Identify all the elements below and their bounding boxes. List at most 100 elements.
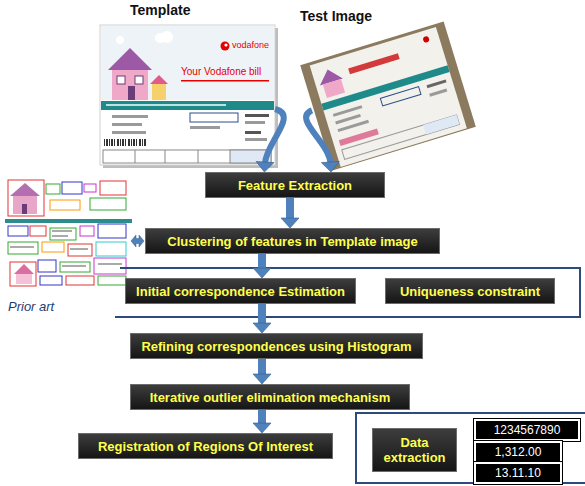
template-bill-picture-part bbox=[190, 126, 220, 129]
flow-arrow bbox=[253, 359, 271, 384]
clustered-template-picture-part bbox=[14, 264, 34, 274]
note-label: Prior art bbox=[8, 299, 54, 314]
group-bracket bbox=[356, 413, 585, 483]
test-photo-picture-part bbox=[300, 21, 476, 170]
clustered-template-picture-part-part bbox=[100, 181, 126, 195]
template-bill-picture-part bbox=[104, 139, 146, 146]
box-text: Data extraction bbox=[381, 435, 448, 465]
clustered-template-picture-part bbox=[16, 274, 32, 284]
flow-arrow bbox=[256, 109, 284, 172]
template-bill-picture-part bbox=[224, 43, 227, 46]
flow-arrow bbox=[281, 198, 299, 228]
process-box: Refining correspondences using Histogram bbox=[130, 333, 423, 359]
clustered-template-picture-part-part bbox=[8, 180, 44, 216]
template-bill-picture-part bbox=[181, 80, 269, 82]
process-box: Iterative outlier elimination mechanism bbox=[130, 384, 410, 410]
arrow-shaft bbox=[265, 109, 284, 163]
template-bill-picture-part bbox=[221, 42, 230, 51]
template-bill-picture-part bbox=[190, 113, 238, 122]
template-bill-picture-part bbox=[245, 131, 261, 134]
clustered-template-picture-part-part bbox=[80, 226, 94, 236]
clustered-template-picture-part-part bbox=[60, 262, 90, 272]
process-box: Clustering of features in Template image bbox=[145, 228, 440, 254]
box-text: Registration of Regions Of Interest bbox=[98, 439, 313, 454]
template-bill-picture-part-part bbox=[120, 139, 121, 146]
flow-arrow bbox=[306, 110, 339, 172]
template-bill-picture-part bbox=[100, 25, 275, 165]
clustered-template-picture-part-part bbox=[52, 235, 68, 237]
arrow-head bbox=[253, 268, 271, 278]
clustered-template-picture-part-part bbox=[50, 228, 76, 240]
clustered-template-picture-part-part bbox=[30, 226, 46, 236]
arrow-head bbox=[321, 161, 339, 172]
clustered-template-picture-part-part bbox=[62, 265, 86, 267]
template-bill-picture-part-part bbox=[117, 139, 119, 146]
template-bill-picture-part-part bbox=[106, 139, 108, 146]
template-bill-picture-part-part bbox=[114, 139, 115, 146]
template-bill-picture-part bbox=[103, 150, 271, 163]
template-bill-picture-part-part bbox=[136, 139, 137, 146]
test-picture: Test Image bbox=[312, 40, 474, 168]
clustered-template-picture-part-part bbox=[94, 258, 126, 274]
template-bill-picture-part-part bbox=[111, 139, 113, 146]
template-bill-picture-part bbox=[112, 115, 148, 118]
template-bill-picture-part bbox=[101, 101, 274, 110]
template-bill-picture-part bbox=[106, 104, 226, 106]
clustered-template-picture-part-part bbox=[98, 224, 126, 238]
group-bracket bbox=[115, 268, 580, 317]
clustered-template-picture-part-part bbox=[90, 198, 126, 210]
arrow-shaft bbox=[258, 304, 266, 324]
template-bill-picture-part-part bbox=[131, 139, 132, 146]
picture-heading: Template bbox=[130, 2, 190, 18]
test-photo-picture-part bbox=[338, 120, 369, 132]
test-photo-picture-part bbox=[339, 129, 379, 146]
arrow-head bbox=[253, 423, 271, 433]
arrow-head bbox=[253, 374, 271, 384]
double-arrow bbox=[131, 235, 144, 247]
template-bill-picture-part bbox=[165, 150, 166, 163]
clustered-template-picture-part-part bbox=[62, 182, 82, 194]
process-box: Initial correspondence Estimation bbox=[125, 278, 356, 304]
test-photo-picture-part bbox=[310, 27, 467, 167]
test-photo-picture-part bbox=[342, 115, 460, 160]
picture-text: Your Vodafone bill bbox=[181, 66, 261, 77]
clustered-template-picture-part-part bbox=[52, 230, 72, 232]
process-box: Uniqueness constraint bbox=[385, 278, 555, 304]
template-bill-picture-part bbox=[150, 75, 168, 84]
test-photo-picture-part bbox=[321, 65, 449, 110]
picture-text: vodafone bbox=[232, 40, 269, 50]
value-box: 1,312.00 bbox=[474, 441, 562, 463]
clustered-template-picture-part-part bbox=[96, 242, 126, 256]
flow-arrow bbox=[253, 304, 271, 333]
template-bill-picture-part bbox=[198, 150, 199, 163]
test-photo-picture bbox=[300, 21, 476, 170]
box-text: Refining correspondences using Histogram bbox=[141, 339, 411, 354]
flow-arrow bbox=[253, 410, 271, 433]
clustered-template-picture-part bbox=[8, 180, 126, 286]
clustered-template-picture-part-part bbox=[84, 184, 96, 192]
test-photo-picture-part bbox=[427, 79, 447, 88]
clustered-template-picture-part-part bbox=[98, 263, 122, 265]
test-photo-picture-part bbox=[422, 36, 429, 43]
template-bill-picture-part bbox=[161, 31, 173, 43]
clustered-template-picture-part bbox=[5, 178, 132, 288]
template-bill-picture-part bbox=[245, 114, 269, 117]
clustered-template-picture-part-part bbox=[42, 242, 64, 252]
test-photo-picture-part bbox=[335, 114, 361, 124]
template-bill-picture bbox=[100, 25, 278, 168]
template-bill-picture-part bbox=[112, 131, 146, 134]
template-bill-picture-part bbox=[135, 150, 136, 163]
template-bill-picture-part-part bbox=[125, 139, 126, 146]
template-bill-picture-part-part bbox=[139, 139, 141, 146]
clustered-template-picture-part-part bbox=[70, 248, 88, 250]
clustered-template-picture-part bbox=[13, 196, 37, 214]
clustered-template-picture-part-part bbox=[66, 276, 94, 285]
arrow-shaft bbox=[286, 198, 294, 219]
test-photo-picture-part bbox=[429, 89, 447, 97]
box-text: 1234567890 bbox=[494, 423, 561, 437]
clustered-template-picture-part-part bbox=[68, 244, 92, 256]
clustered-template-picture-part-part bbox=[10, 262, 36, 286]
clustered-template-picture-part-part bbox=[38, 260, 56, 272]
value-box: 1234567890 bbox=[474, 419, 580, 441]
arrow-shaft bbox=[258, 359, 266, 375]
